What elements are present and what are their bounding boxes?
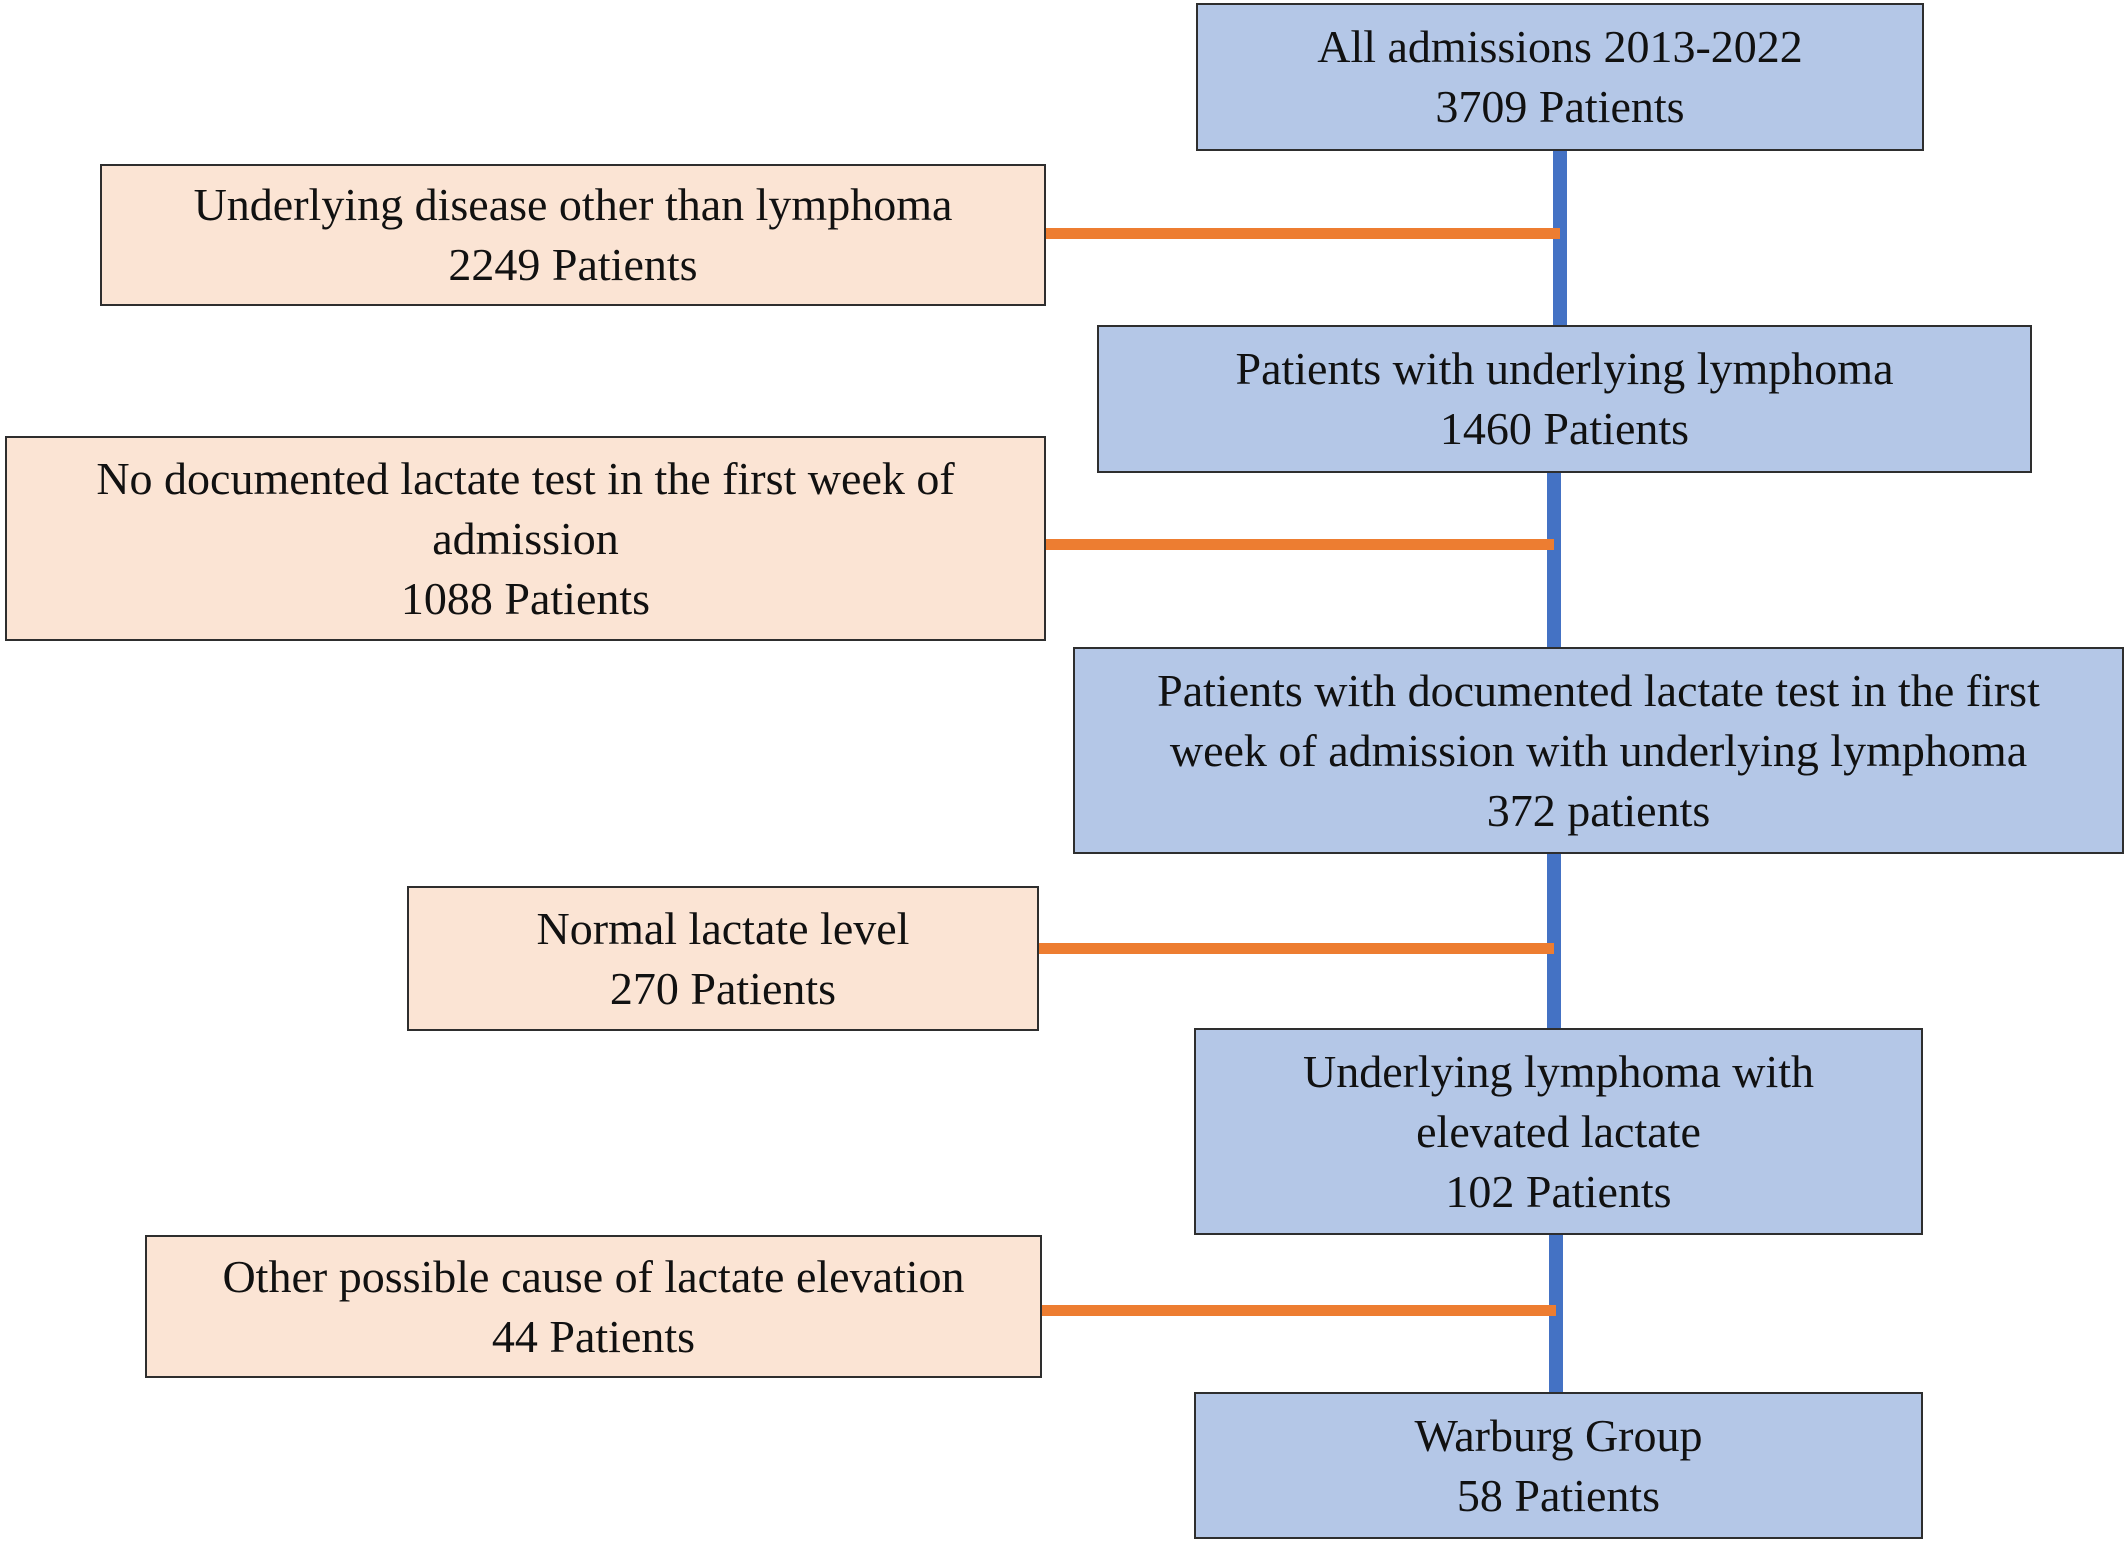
exclusion-box-other-disease: Underlying disease other than lymphoma 2… [100,164,1046,306]
patient-count: 270 Patients [609,962,837,1014]
flow-connector-2 [1547,472,1561,648]
flow-box-line: Warburg Group [1414,1409,1703,1461]
patient-count: 1088 Patients [400,572,651,624]
exclusion-box-line: Other possible cause of lactate elevatio… [222,1250,965,1302]
exclusion-connector-4 [1040,1305,1556,1316]
exclusion-box-normal-lactate: Normal lactate level 270 Patients [407,886,1039,1031]
patient-count: 372 patients [1486,784,1711,836]
exclusion-box-line: Underlying disease other than lymphoma [193,179,953,230]
flow-box-line: week of admission with underlying lympho… [1169,724,2028,776]
patient-count: 44 Patients [491,1310,696,1362]
patient-count: 2249 Patients [448,239,698,290]
flow-box-lactate-tested: Patients with documented lactate test in… [1073,647,2124,854]
flow-box-line: elevated lactate [1416,1105,1701,1157]
exclusion-box-line: admission [432,512,619,564]
flow-box-elevated-lactate: Underlying lymphoma with elevated lactat… [1194,1028,1923,1235]
exclusion-connector-3 [1038,943,1554,954]
exclusion-box-other-cause: Other possible cause of lactate elevatio… [145,1235,1042,1378]
flow-connector-1 [1553,150,1567,325]
patient-count: 1460 Patients [1439,403,1690,454]
exclusion-box-no-lactate-test: No documented lactate test in the first … [5,436,1046,641]
exclusion-box-line: Normal lactate level [536,902,910,954]
flow-box-warburg-group: Warburg Group 58 Patients [1194,1392,1923,1539]
patient-count: 3709 Patients [1435,81,1685,132]
exclusion-connector-1 [1045,228,1560,239]
flow-box-all-admissions: All admissions 2013-2022 3709 Patients [1196,3,1924,151]
exclusion-connector-2 [1045,539,1554,550]
flow-box-line: All admissions 2013-2022 [1317,21,1803,72]
flow-box-line: Patients with documented lactate test in… [1157,664,2040,716]
flow-box-line: Patients with underlying lymphoma [1235,343,1894,394]
flow-box-lymphoma-patients: Patients with underlying lymphoma 1460 P… [1097,325,2032,473]
patient-count: 102 Patients [1445,1165,1672,1217]
flow-connector-3 [1547,853,1561,1029]
flow-connector-4 [1549,1235,1563,1394]
flow-box-line: Underlying lymphoma with [1302,1045,1815,1097]
exclusion-box-line: No documented lactate test in the first … [96,452,955,504]
patient-count: 58 Patients [1456,1469,1661,1521]
